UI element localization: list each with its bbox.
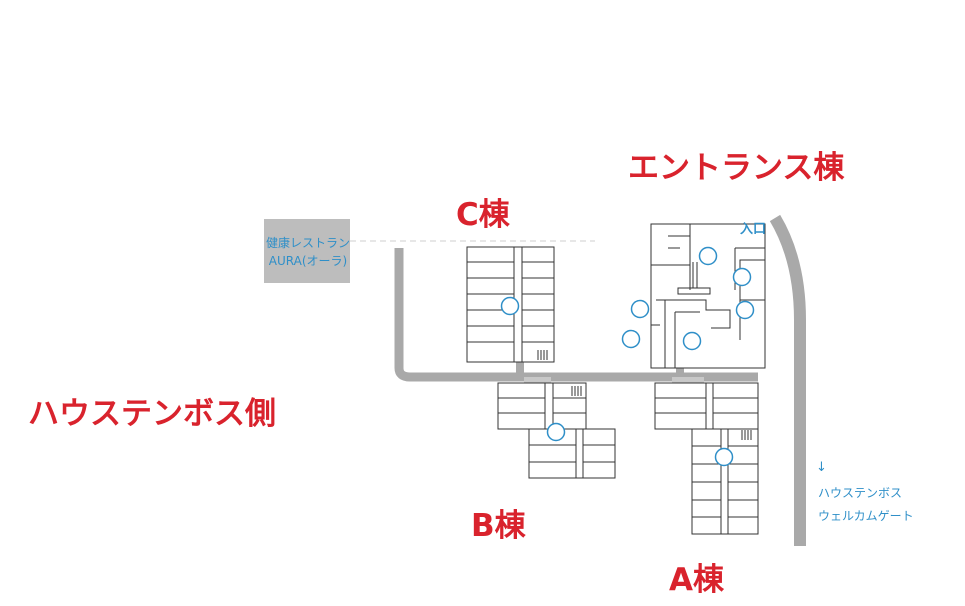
restaurant-block — [264, 219, 350, 283]
welcome-gate-label-line2: ウェルカムゲート — [818, 509, 914, 523]
stairs-icon — [741, 430, 752, 440]
building-c-floorplan — [466, 246, 555, 363]
welcome-gate-label-line1: ハウステンボス — [818, 486, 903, 500]
building-a-label: A棟 — [669, 562, 724, 598]
stairs-icon — [571, 386, 582, 396]
entrance-label: 入口 — [740, 222, 767, 237]
restaurant-label: 健康レストラン AURA(オーラ) — [246, 234, 370, 270]
circle-marker-icon — [682, 331, 702, 351]
circle-marker-icon — [546, 422, 566, 442]
walkway-connector-a2 — [672, 377, 704, 383]
circle-marker-icon — [500, 296, 520, 316]
circle-marker-icon — [698, 246, 718, 266]
building-a-floorplan — [654, 382, 759, 535]
entrance-building-floorplan — [650, 223, 766, 369]
walkway-connector-b — [524, 377, 551, 383]
building-b-floorplan — [497, 382, 616, 479]
arrow-down-icon: ↓ — [816, 460, 827, 475]
restaurant-name: 健康レストラン — [265, 236, 350, 250]
walkway-connector-c — [516, 362, 524, 376]
main-walkway — [394, 248, 758, 382]
restaurant-name-sub: AURA(オーラ) — [268, 254, 348, 268]
stairs-icon — [537, 350, 548, 360]
circle-marker-icon — [621, 329, 641, 349]
building-b-label: B棟 — [471, 508, 526, 544]
gate-road — [769, 214, 806, 546]
walkway-connector-a — [676, 368, 684, 378]
circle-marker-icon — [735, 300, 755, 320]
huis-ten-bosch-side-label: ハウステンボス側 — [28, 396, 276, 432]
circle-marker-icon — [714, 447, 734, 467]
building-c-label: C棟 — [456, 197, 510, 233]
entrance-building-label: エントランス棟 — [628, 150, 845, 186]
circle-marker-icon — [732, 267, 752, 287]
circle-marker-icon — [630, 299, 650, 319]
